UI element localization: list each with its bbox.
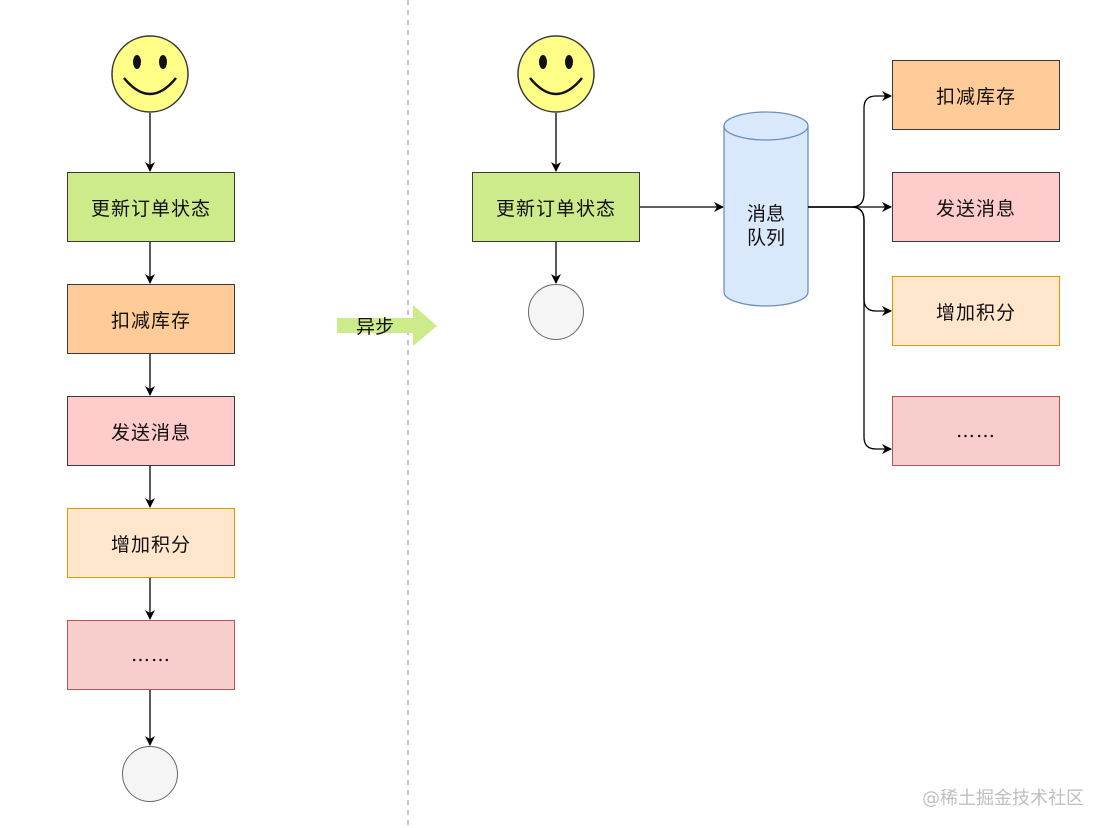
consumer-deduct-stock: 扣减库存 [892, 60, 1060, 130]
left-step-send-message: 发送消息 [67, 396, 235, 466]
consumer-add-points: 增加积分 [892, 276, 1060, 346]
smiley-start-icon [111, 35, 189, 113]
left-end-node [122, 746, 178, 802]
fanout-connectors [808, 91, 892, 454]
left-step-deduct-stock: 扣减库存 [67, 284, 235, 354]
smiley-start-icon [517, 35, 595, 113]
consumer-ellipsis: …… [892, 396, 1060, 466]
message-queue-cylinder [723, 111, 809, 307]
watermark-text: @稀土掘金技术社区 [922, 788, 1084, 809]
async-label: 异步 [356, 316, 395, 338]
async-arrow [337, 305, 437, 346]
queue-label-line2: 队列 [746, 227, 785, 249]
left-step-add-points: 增加积分 [67, 508, 235, 578]
consumer-send-message: 发送消息 [892, 172, 1060, 242]
right-end-node [528, 284, 584, 340]
message-queue-label: 消息 队列 [724, 202, 808, 250]
queue-label-line1: 消息 [746, 203, 785, 225]
left-step-ellipsis: …… [67, 620, 235, 690]
left-step-update-order-status: 更新订单状态 [67, 172, 235, 242]
right-step-update-order-status: 更新订单状态 [472, 172, 640, 242]
